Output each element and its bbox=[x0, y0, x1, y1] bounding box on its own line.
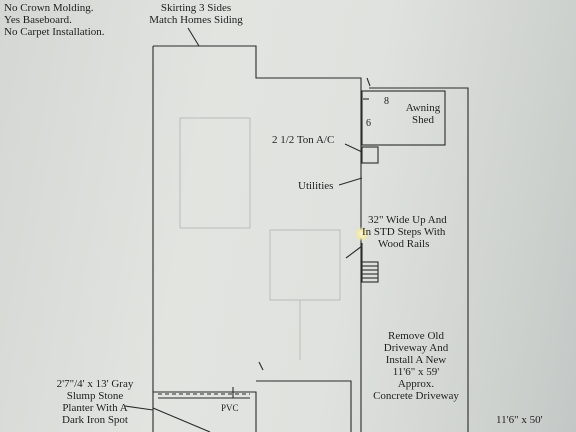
top-right-mark bbox=[366, 77, 371, 87]
planter-line-4: Dark Iron Spot bbox=[62, 414, 128, 426]
utilities-leader bbox=[338, 177, 363, 186]
lower-annex bbox=[256, 380, 352, 432]
ac-unit bbox=[361, 146, 379, 164]
pvc-label: PVC bbox=[221, 403, 239, 413]
ghost-room-2 bbox=[269, 229, 341, 301]
skirting-leader bbox=[187, 27, 200, 47]
driveway-line-6: Concrete Driveway bbox=[373, 390, 459, 402]
utilities-label: Utilities bbox=[298, 180, 334, 192]
ghost-room-1 bbox=[179, 117, 251, 229]
driveway-line-5: Approx. bbox=[397, 378, 435, 390]
house-outline bbox=[153, 45, 362, 432]
skirting-line-1: Skirting 3 Sides bbox=[160, 2, 232, 14]
driveway-line-3: Install A New bbox=[385, 354, 447, 366]
steps-line-1: 32" Wide Up And bbox=[368, 214, 447, 226]
awning-shed bbox=[361, 90, 446, 146]
driveway-outline bbox=[369, 87, 469, 432]
driveway-line-4: 11'6" x 59' bbox=[392, 366, 440, 378]
planter-block bbox=[153, 391, 257, 432]
ac-leader bbox=[344, 143, 363, 153]
planter-line-1: 2'7"/4' x 13' Gray bbox=[56, 378, 134, 390]
ac-label: 2 1/2 Ton A/C bbox=[272, 134, 335, 146]
note-line-1: No Crown Molding. bbox=[4, 2, 94, 14]
planter-leader bbox=[124, 405, 154, 411]
shed-height-dim: 6 bbox=[366, 118, 371, 129]
shed-width-dim: 8 bbox=[384, 96, 389, 107]
driveway-line-2: Driveway And bbox=[383, 342, 449, 354]
note-line-2: Yes Baseboard. bbox=[4, 14, 72, 26]
entry-steps bbox=[345, 243, 379, 283]
awning-label: Awning bbox=[405, 102, 441, 114]
steps-line-2: In STD Steps With bbox=[362, 226, 446, 238]
corner-dimension: 11'6" x 50' bbox=[496, 414, 543, 426]
camera-glare bbox=[355, 227, 369, 241]
driveway-line-1: Remove Old bbox=[388, 330, 444, 342]
shed-label: Shed bbox=[412, 114, 434, 126]
planter-diagonal bbox=[152, 407, 211, 432]
skirting-line-2: Match Homes Siding bbox=[149, 14, 243, 26]
steps-line-3: Wood Rails bbox=[378, 238, 430, 250]
note-line-3: No Carpet Installation. bbox=[4, 26, 105, 38]
planter-line-2: Slump Stone bbox=[66, 390, 124, 402]
inner-mark bbox=[258, 361, 264, 371]
planter-line-3: Planter With A bbox=[62, 402, 128, 414]
